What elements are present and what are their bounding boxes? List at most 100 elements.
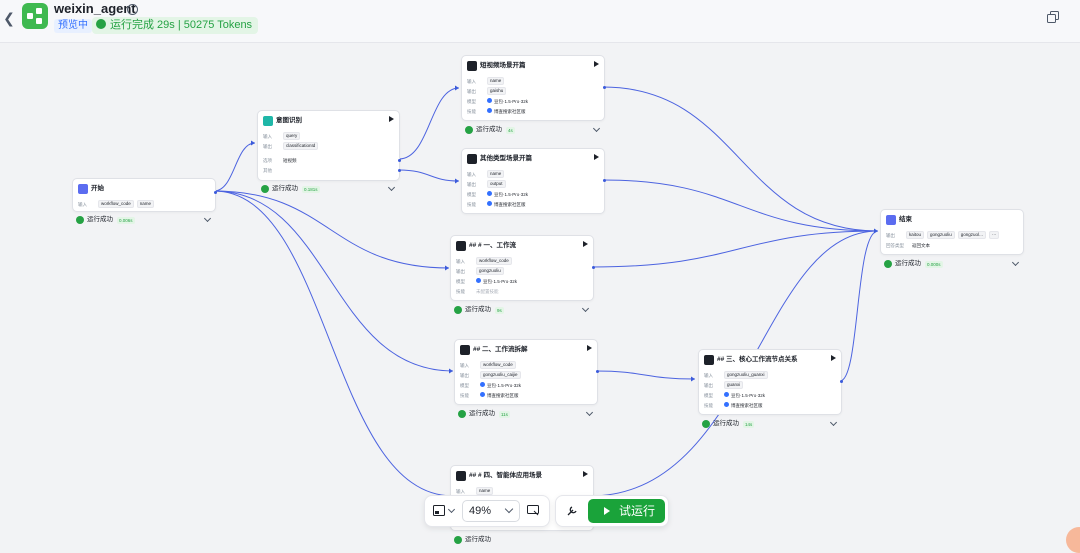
output-port[interactable] <box>398 169 401 172</box>
play-icon[interactable] <box>594 61 599 67</box>
chevron-down-icon[interactable] <box>1011 258 1020 267</box>
model-icon <box>724 392 729 397</box>
play-icon[interactable] <box>583 241 588 247</box>
output-port[interactable] <box>592 266 595 269</box>
node-row: 模型豆包·1.5·Pro·32k <box>456 277 588 287</box>
row-key: 输入 <box>467 79 476 84</box>
minimap-icon[interactable] <box>433 505 445 516</box>
run-status-badge: 运行完成 29s | 50275 Tokens <box>92 17 259 34</box>
chevron-down-icon[interactable] <box>203 214 212 223</box>
model-icon <box>480 382 485 387</box>
node-row: 技能未配置技能 <box>456 287 588 297</box>
run-status-agent[interactable]: 运行成功 <box>450 533 592 547</box>
chevron-down-icon[interactable] <box>387 183 396 192</box>
output-port[interactable] <box>603 179 606 182</box>
chevron-down-icon[interactable] <box>585 408 594 417</box>
wrench-icon[interactable] <box>566 504 579 517</box>
chevron-down-icon[interactable] <box>829 418 838 427</box>
node-title: ## 三、核心工作流节点关系 <box>717 356 798 363</box>
app-name: weixin_agent <box>54 1 136 16</box>
play-icon[interactable] <box>831 355 836 361</box>
play-icon[interactable] <box>389 116 394 122</box>
var-tag: gongzuoliu <box>476 267 504 275</box>
row-key: 输入 <box>456 489 465 494</box>
model-icon <box>487 191 492 196</box>
node-row: 技能博查搜索社区版 <box>467 200 599 210</box>
node-row: 选项短视频 <box>263 156 394 166</box>
node-row: 技能博查搜索社区版 <box>704 401 836 411</box>
node-row: 其他 <box>263 166 394 176</box>
row-key: 输出 <box>460 373 469 378</box>
chevron-down-icon[interactable] <box>447 505 456 514</box>
var-tag: workflow_code <box>480 361 516 369</box>
row-value: 豆包·1.5·Pro·32k <box>483 279 518 284</box>
play-icon[interactable] <box>587 345 592 351</box>
info-icon[interactable]: i <box>127 4 138 15</box>
node-header: 意图识别 <box>263 115 394 130</box>
node-header: 开始 <box>78 183 210 198</box>
test-run-button[interactable]: 试运行 <box>588 499 665 523</box>
arrow-icon <box>874 228 878 234</box>
comment-icon[interactable] <box>527 505 539 516</box>
row-value: 博查搜索社区版 <box>494 202 526 207</box>
node-row: 模型豆包·1.5·Pro·32k <box>460 381 592 391</box>
run-label: 运行成功 <box>87 216 113 223</box>
zoom-select[interactable]: 49% <box>462 500 520 522</box>
var-tag: gaishu <box>487 87 507 95</box>
more-tag[interactable]: ··· <box>988 231 1000 239</box>
var-tag: query <box>283 132 301 140</box>
chevron-down-icon[interactable] <box>581 304 590 313</box>
assistant-avatar[interactable] <box>1066 527 1080 553</box>
copy-icon[interactable] <box>1047 11 1059 23</box>
edge <box>213 190 454 497</box>
row-key: 模型 <box>467 99 476 104</box>
run-time: 0.181s <box>302 186 320 193</box>
play-icon[interactable] <box>594 154 599 160</box>
arrow-icon <box>251 140 255 146</box>
check-circle-icon <box>702 420 710 428</box>
output-port[interactable] <box>840 380 843 383</box>
row-value: 未配置技能 <box>476 289 499 294</box>
edge <box>591 230 879 268</box>
chevron-left-icon[interactable]: ❮ <box>3 10 15 26</box>
node-row: 模型豆包·1.5·Pro·32k <box>467 190 599 200</box>
output-port[interactable] <box>398 159 401 162</box>
node-header: ## # 一、工作流 <box>456 240 588 255</box>
row-key: 输入 <box>263 134 272 139</box>
check-circle-icon <box>261 185 269 193</box>
output-port[interactable] <box>214 191 217 194</box>
output-port[interactable] <box>603 86 606 89</box>
run-time: 0.000s <box>925 261 943 268</box>
llm-icon <box>704 355 714 365</box>
run-toolbar: 试运行 <box>555 495 669 527</box>
row-key: 输出 <box>456 269 465 274</box>
row-value: 返回文本 <box>912 243 930 248</box>
llm-icon <box>467 154 477 164</box>
node-header: 其他类型场景开篇 <box>467 153 599 168</box>
play-icon[interactable] <box>583 471 588 477</box>
var-tag: name <box>487 170 505 178</box>
skill-icon <box>487 201 492 206</box>
output-port[interactable] <box>596 370 599 373</box>
chevron-down-icon[interactable] <box>592 124 601 133</box>
start-icon <box>78 184 88 194</box>
arrow-icon <box>455 178 459 184</box>
